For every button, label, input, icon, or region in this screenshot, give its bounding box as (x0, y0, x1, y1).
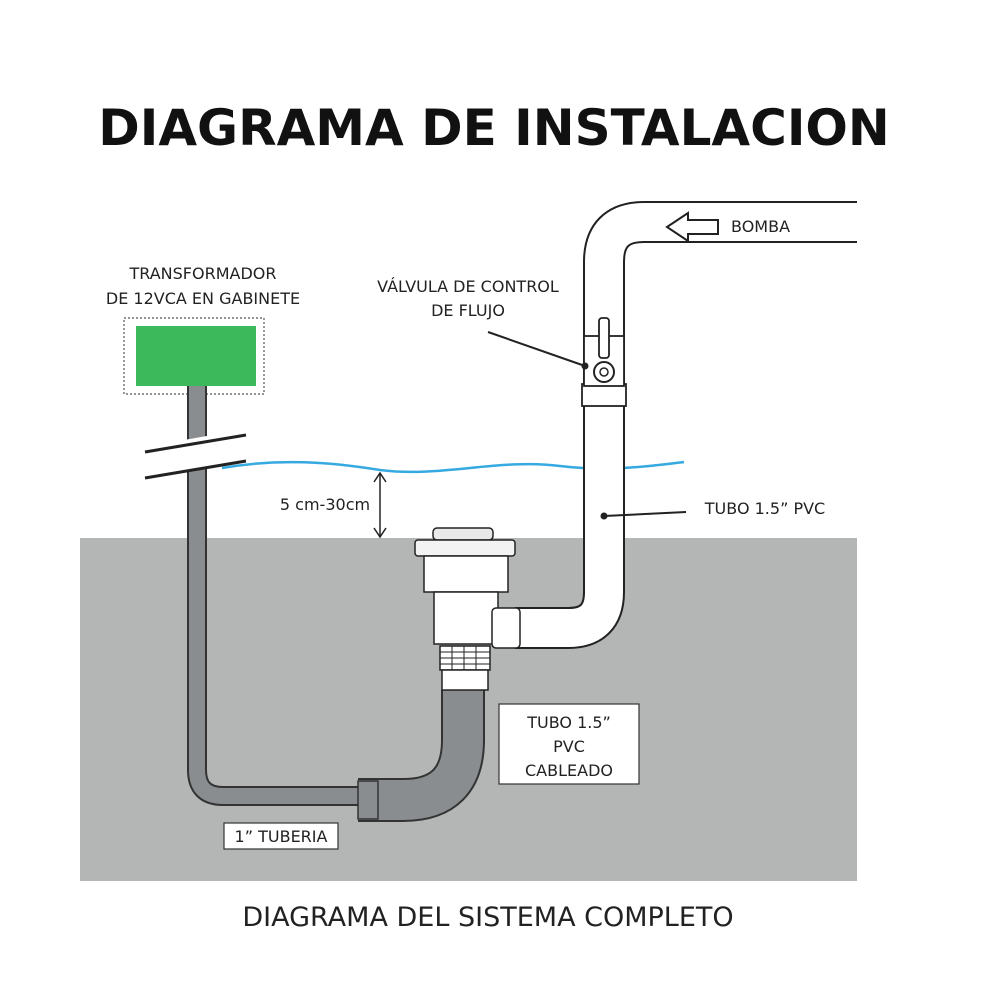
pipe-leader-line (603, 511, 687, 517)
break-line-bottom (144, 459, 247, 480)
transformer-label-line2: DE 12VCA EN GABINETE (106, 289, 300, 308)
valve-label-line2: DE FLUJO (431, 301, 505, 320)
fixture-cap (432, 527, 494, 541)
transformer-box (136, 326, 256, 386)
fixture-neck (423, 555, 509, 593)
pipe-end-mask (857, 190, 877, 260)
fixture-bottom-collar (441, 669, 489, 691)
fixture-body (433, 591, 499, 645)
page-title: DIAGRAMA DE INSTALACION (98, 99, 890, 157)
fixture-drop-pipe-fill (358, 690, 483, 820)
valve-label-line1: VÁLVULA DE CONTROL (377, 277, 559, 296)
flow-arrow-icon (665, 211, 719, 243)
fixture-side-outlet (491, 607, 521, 649)
break-line-top (144, 433, 247, 454)
depth-label: 5 cm-30cm (280, 495, 370, 514)
pvc-pipe-fill (515, 203, 858, 647)
transformer-label-line1: TRANSFORMADOR (128, 264, 276, 283)
valve-handle (598, 317, 610, 359)
pipe-right-label: TUBO 1.5” PVC (704, 499, 825, 518)
valve-knob-center (599, 367, 609, 377)
diagram-caption: DIAGRAMA DEL SISTEMA COMPLETO (242, 902, 733, 933)
valve-leader-line (487, 331, 586, 367)
pipe-leader-dot (600, 512, 608, 520)
pipe-box-line1: TUBO 1.5” (526, 713, 611, 732)
pipe-box-line2: PVC (553, 737, 585, 756)
conduit-pipe-fill (189, 386, 360, 804)
pipe-box-line3: CABLEADO (525, 761, 613, 780)
depth-arrow-head-bottom (373, 527, 387, 539)
conduit-label-frame (223, 822, 339, 850)
valve-leader-dot (581, 362, 589, 370)
depth-arrow-head-top (373, 471, 387, 483)
valve-coupling-bottom (581, 383, 627, 407)
light-fixture (414, 527, 521, 691)
fixture-flange (414, 539, 516, 557)
reducer-fitting (357, 780, 379, 820)
pipe-box-frame (498, 703, 640, 785)
conduit-label: 1” TUBERIA (235, 827, 328, 846)
pump-label: BOMBA (731, 217, 790, 236)
break-gap (147, 429, 248, 476)
